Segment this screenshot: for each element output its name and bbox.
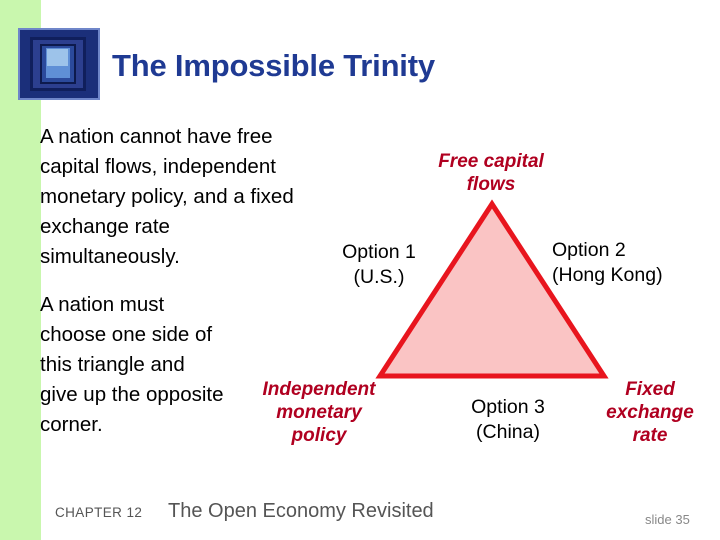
option-label-1: Option 1 (U.S.) bbox=[314, 240, 444, 290]
left-accent-band-inner bbox=[21, 0, 41, 540]
corner-label-line-2: monetary bbox=[276, 402, 362, 423]
corner-label-line-3: rate bbox=[632, 425, 668, 446]
footer-chapter-number: CHAPTER 12 bbox=[55, 505, 143, 520]
option-label-line-2: (Hong Kong) bbox=[552, 264, 663, 286]
option-label-2: Option 2 (Hong Kong) bbox=[552, 238, 717, 288]
footer-chapter-title: The Open Economy Revisited bbox=[168, 500, 434, 522]
slide-title: The Impossible Trinity bbox=[112, 48, 435, 83]
corner-label-fixed-exchange-rate: Fixed exchange rate bbox=[586, 378, 714, 447]
option-label-line-1: Option 2 bbox=[552, 239, 626, 261]
body-paragraph-1: A nation cannot have free capital flows,… bbox=[40, 125, 294, 268]
option-label-line-1: Option 1 bbox=[342, 241, 416, 263]
body-paragraph-2: A nation must choose one side of this tr… bbox=[40, 293, 224, 436]
option-label-line-2: (U.S.) bbox=[353, 266, 405, 288]
corner-label-line-2: flows bbox=[466, 174, 516, 195]
triangle-shape bbox=[375, 199, 609, 379]
corner-label-line-1: Fixed bbox=[625, 379, 675, 400]
impossible-trinity-triangle bbox=[374, 198, 610, 382]
nested-blue-squares-logo-icon bbox=[18, 28, 100, 100]
corner-label-line-3: policy bbox=[291, 425, 347, 446]
left-accent-band bbox=[0, 0, 21, 540]
footer-slide-number: slide 35 bbox=[645, 512, 690, 527]
corner-label-line-1: Free capital bbox=[438, 151, 544, 172]
option-label-line-2: (China) bbox=[476, 421, 540, 443]
logo-layer-5 bbox=[47, 49, 68, 66]
corner-label-free-capital-flows: Free capital flows bbox=[398, 150, 584, 196]
option-label-3: Option 3 (China) bbox=[438, 395, 578, 445]
corner-label-independent-monetary-policy: Independent monetary policy bbox=[228, 378, 410, 447]
option-label-line-1: Option 3 bbox=[471, 396, 545, 418]
corner-label-line-2: exchange bbox=[606, 402, 694, 423]
corner-label-line-1: Independent bbox=[262, 379, 376, 400]
